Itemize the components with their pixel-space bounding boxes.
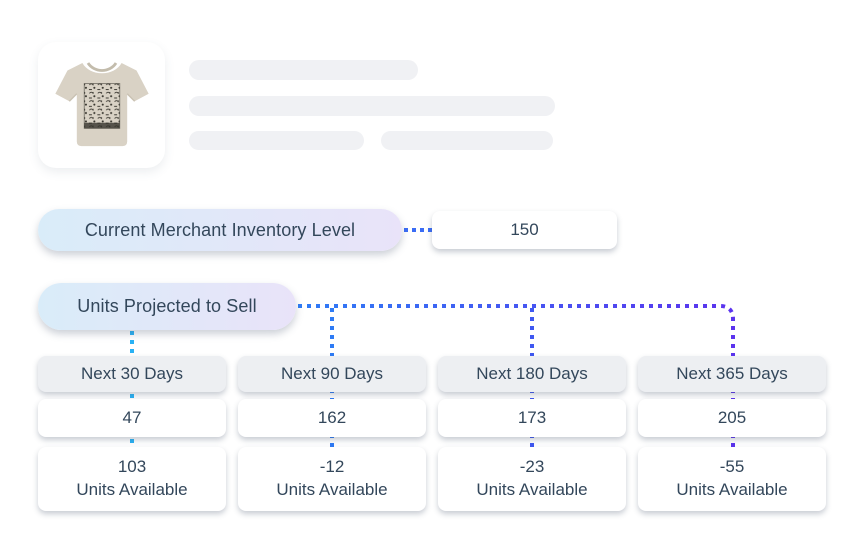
skeleton-line (189, 60, 418, 80)
skeleton-line (189, 131, 364, 150)
period-header-30-days: Next 30 Days (38, 356, 226, 392)
units-available-value: 103 (117, 457, 147, 477)
tshirt-image (54, 62, 149, 147)
units-available-value: -23 (519, 457, 545, 477)
skeleton-line (189, 96, 555, 116)
inventory-level-label: Current Merchant Inventory Level (84, 219, 356, 240)
period-label: Next 90 Days (280, 364, 384, 383)
units-available-box-365-days: -55 Units Available (638, 447, 826, 511)
projected-units-value: 173 (517, 408, 547, 427)
projected-units-box-90-days: 162 (238, 399, 426, 437)
skeleton-line (381, 131, 553, 150)
inventory-level-pill: Current Merchant Inventory Level (38, 209, 402, 251)
inventory-level-value: 150 (510, 220, 539, 239)
projected-units-box-180-days: 173 (438, 399, 626, 437)
units-available-box-30-days: 103 Units Available (38, 447, 226, 511)
period-label: Next 30 Days (80, 364, 184, 383)
product-card (38, 42, 165, 168)
period-label: Next 365 Days (676, 364, 788, 383)
projected-units-box-30-days: 47 (38, 399, 226, 437)
period-header-90-days: Next 90 Days (238, 356, 426, 392)
units-available-box-180-days: -23 Units Available (438, 447, 626, 511)
units-available-label: Units Available (76, 480, 188, 499)
units-projected-pill: Units Projected to Sell (38, 283, 296, 330)
period-label: Next 180 Days (476, 364, 588, 383)
connector-projection-main (298, 304, 735, 450)
projected-units-value: 162 (317, 408, 347, 427)
period-header-365-days: Next 365 Days (638, 356, 826, 392)
units-available-value: -55 (719, 457, 745, 477)
units-available-label: Units Available (476, 480, 588, 499)
units-available-value: -12 (319, 457, 345, 477)
inventory-level-value-box: 150 (432, 211, 617, 249)
projected-units-value: 47 (122, 408, 142, 427)
projected-units-value: 205 (717, 408, 747, 427)
projected-units-box-365-days: 205 (638, 399, 826, 437)
units-projected-label: Units Projected to Sell (77, 296, 257, 316)
units-available-label: Units Available (276, 480, 388, 499)
period-header-180-days: Next 180 Days (438, 356, 626, 392)
units-available-box-90-days: -12 Units Available (238, 447, 426, 511)
units-available-label: Units Available (676, 480, 788, 499)
